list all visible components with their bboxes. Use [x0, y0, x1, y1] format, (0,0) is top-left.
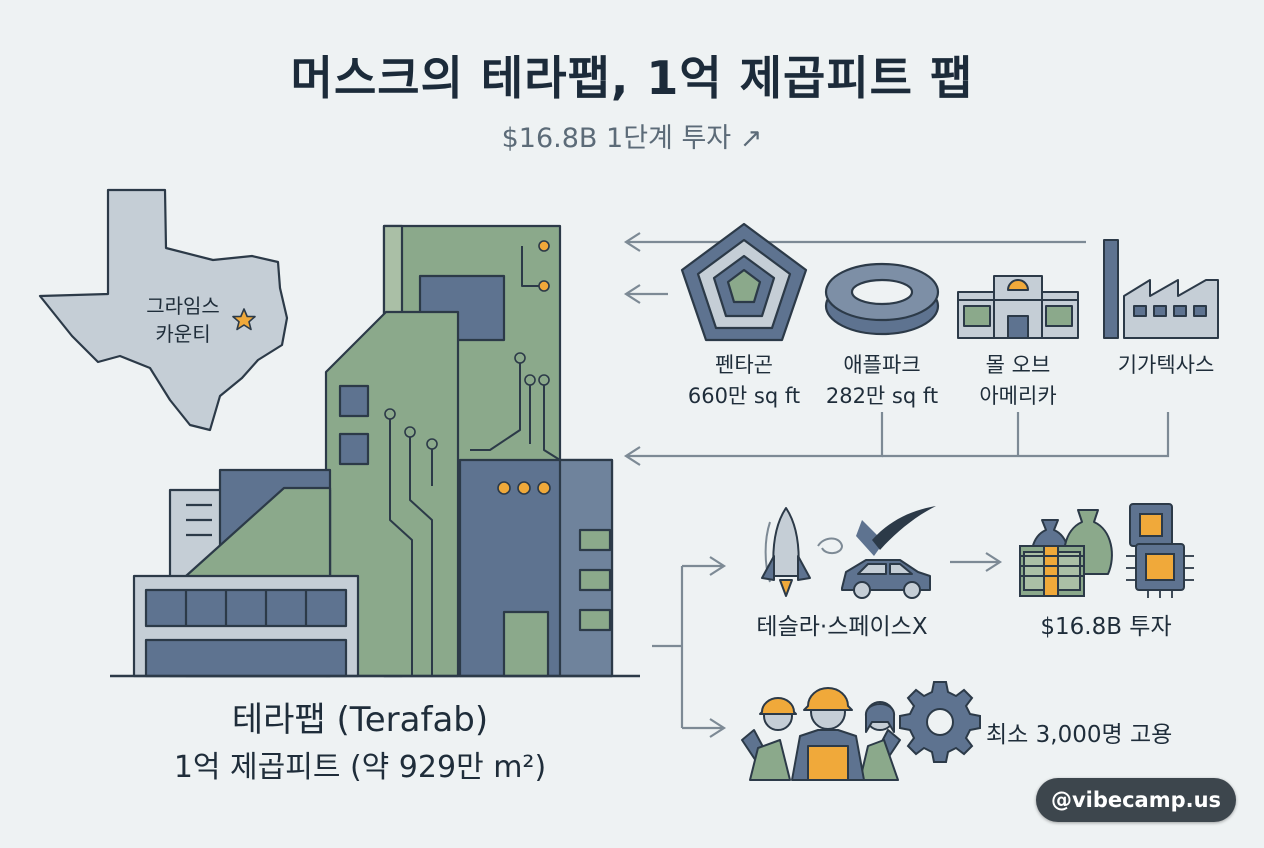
rocket-icon	[761, 507, 811, 597]
facility-name: 테라팹 (Terafab)	[231, 700, 489, 740]
comparison-size: 282만 sq ft	[825, 384, 939, 408]
spacex-logo-icon	[856, 506, 936, 556]
comparison-pentagon: 펜타곤 660만 sq ft	[674, 350, 814, 412]
ring-building-icon	[824, 262, 940, 336]
terafab-building-illustration	[110, 224, 640, 678]
comparison-giga-texas: 기가텍사스	[1096, 350, 1236, 381]
map-location-line2: 카운티	[155, 322, 211, 346]
cash-stack-icon	[1019, 545, 1085, 597]
facility-size: 1억 제곱피트 (약 929만 m²)	[173, 750, 547, 785]
car-icon	[817, 537, 931, 599]
comparison-arrows	[623, 232, 1170, 466]
comparison-size: 아메리카	[979, 384, 1057, 408]
comparison-name: 애플파크	[843, 353, 921, 377]
comparison-name: 기가텍사스	[1117, 353, 1215, 377]
comparison-name: 펜타곤	[715, 353, 773, 377]
map-location-line1: 그라임스	[146, 294, 220, 318]
pentagon-icon	[680, 222, 808, 342]
impact-companies: 테슬라·스페이스X	[756, 614, 928, 640]
gear-icon	[899, 681, 981, 763]
page-subtitle: $16.8B 1단계 투자 ↗	[501, 123, 763, 154]
impact-arrows	[652, 552, 1003, 738]
page-title: 머스크의 테라팹, 1억 제곱피트 팹	[290, 51, 974, 105]
impact-investment: $16.8B 투자	[1040, 614, 1172, 640]
impact-jobs: 최소 3,000명 고용	[986, 722, 1173, 748]
texas-map	[38, 188, 289, 432]
watermark-badge[interactable]: @vibecamp.us	[1036, 778, 1236, 822]
chip-icon	[1126, 503, 1194, 598]
comparison-mall-of-america: 몰 오브 아메리카	[950, 350, 1086, 412]
mall-icon	[957, 275, 1079, 339]
map-location-label: 그라임스 카운티	[128, 292, 238, 348]
factory-icon	[1103, 239, 1219, 339]
star-icon	[232, 308, 256, 331]
comparison-size: 660만 sq ft	[687, 384, 801, 408]
comparison-name: 몰 오브	[985, 353, 1051, 377]
workers-icon	[741, 687, 901, 781]
comparison-apple-park: 애플파크 282만 sq ft	[812, 350, 952, 412]
